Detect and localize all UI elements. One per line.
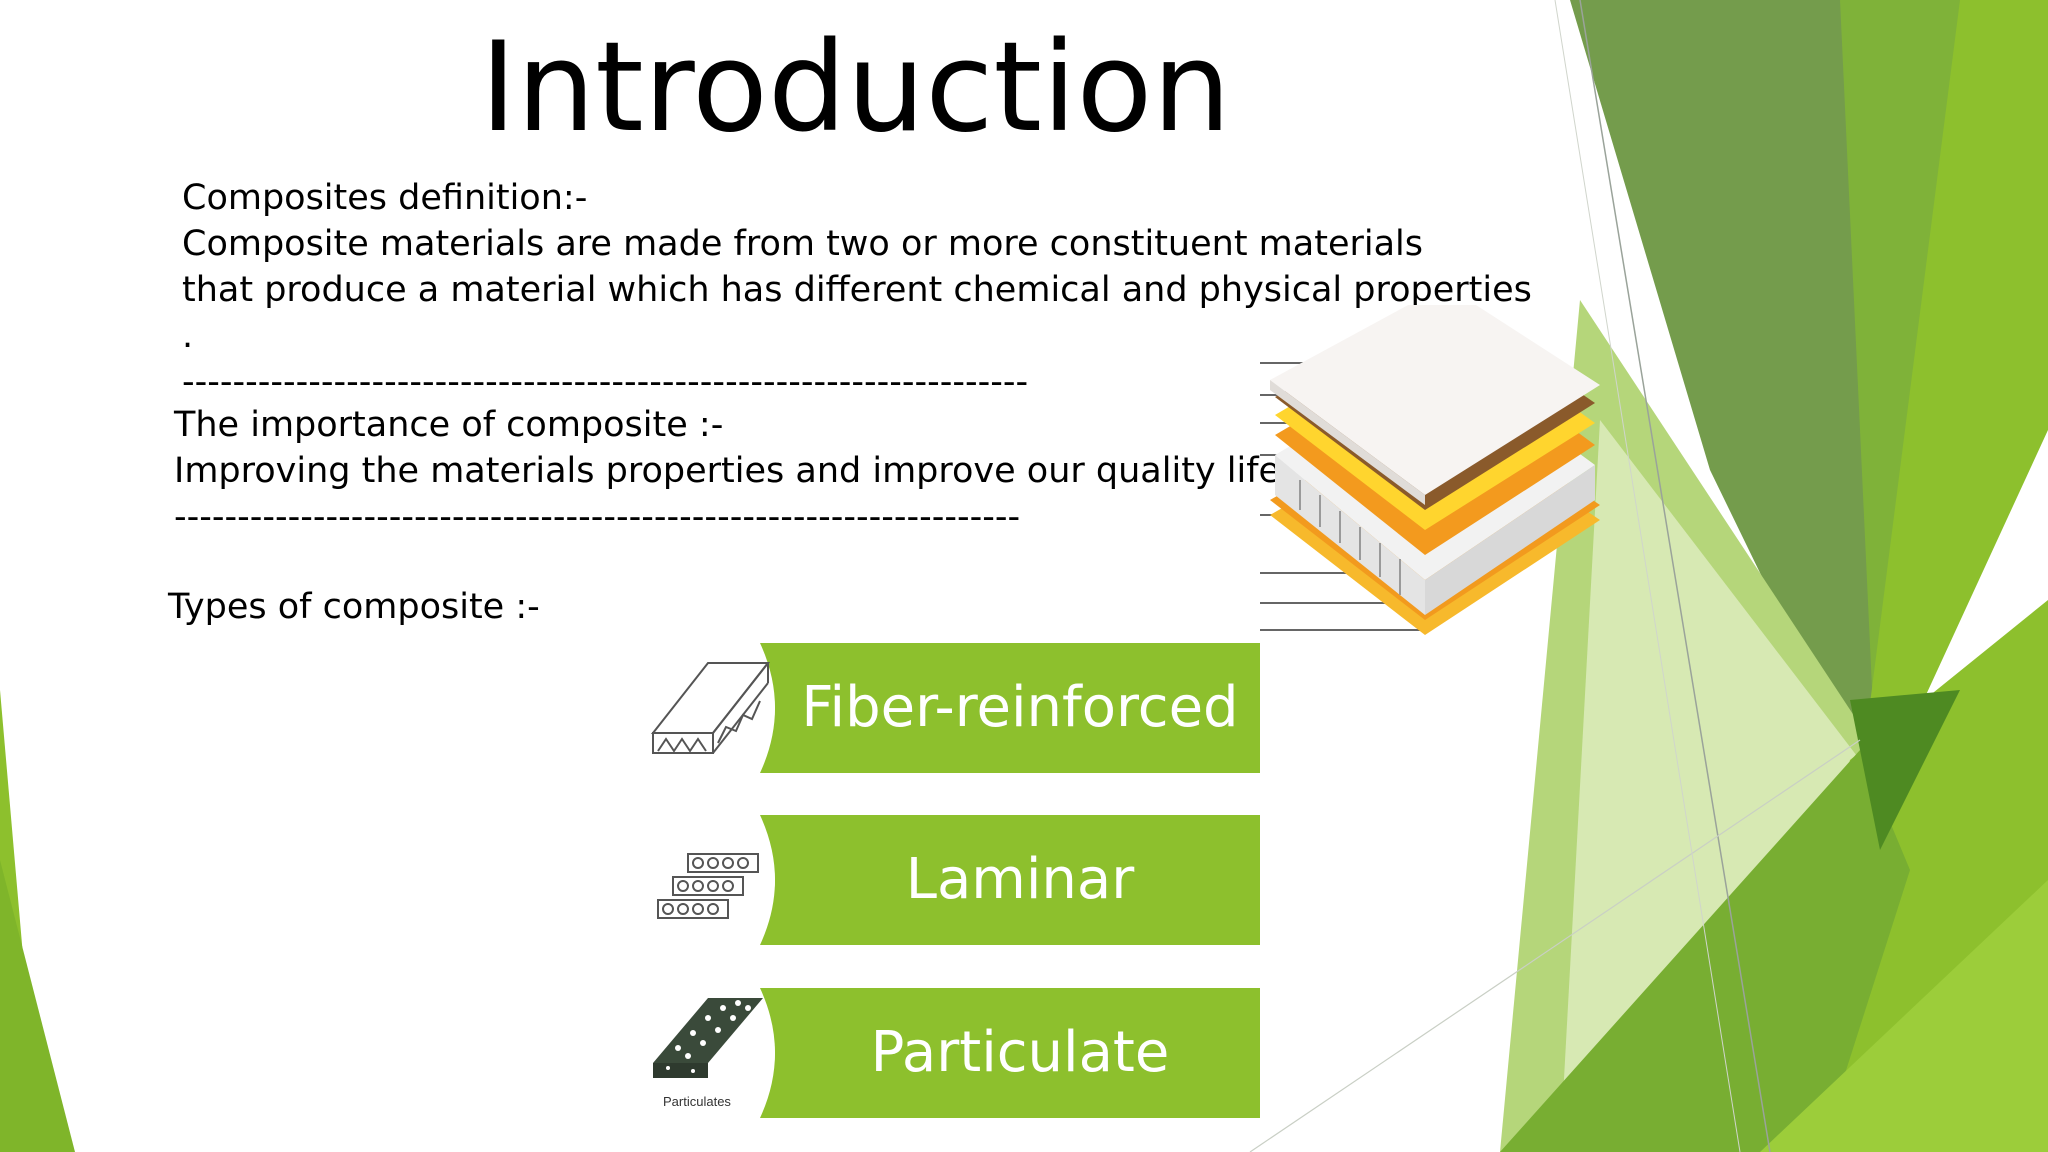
fiber-sheet-icon <box>650 662 771 754</box>
definition-line-2: that produce a material which has differ… <box>182 270 1532 310</box>
particulate-icon: Particulates <box>653 998 763 1109</box>
definition-line-1: Composite materials are made from two or… <box>182 224 1423 264</box>
deco-line-1 <box>1579 0 1771 1152</box>
type-label: Fiber-reinforced <box>801 675 1239 740</box>
importance-heading: The importance of composite :- <box>174 405 724 445</box>
importance-text: Improving the materials properties and i… <box>174 451 1281 491</box>
type-fiber-reinforced: Fiber-reinforced <box>640 643 1260 773</box>
deco-line-3 <box>1554 0 1741 1152</box>
type-laminar: Laminar <box>640 815 1260 945</box>
divider-1: ----------------------------------------… <box>182 362 1029 402</box>
type-banner-shape <box>645 643 1260 773</box>
definition-heading: Composites definition:- <box>182 178 588 218</box>
type-particulate: Particulates Particulate <box>640 988 1260 1118</box>
type-label: Laminar <box>905 847 1135 912</box>
right-lower-green-shape <box>1500 750 1910 1152</box>
type-banner-shape <box>645 815 1260 945</box>
right-dark-green-shape <box>1570 0 1890 840</box>
particulates-caption: Particulates <box>663 1094 731 1109</box>
right-bottom-green-shape <box>1760 880 2048 1152</box>
types-heading: Types of composite :- <box>168 587 540 627</box>
left-green-triangle-shade <box>0 860 75 1152</box>
laminar-stack-icon <box>657 853 759 919</box>
divider-2: ----------------------------------------… <box>174 497 1021 537</box>
layered-composite-image <box>1260 305 1600 635</box>
deco-line-2 <box>1249 739 1861 1152</box>
right-deep-green-shape <box>1850 690 1960 850</box>
page-title: Introduction <box>480 16 1231 160</box>
type-label: Particulate <box>870 1020 1170 1085</box>
right-green-shape-upper <box>1850 0 2048 860</box>
definition-line-3: . <box>182 316 194 356</box>
